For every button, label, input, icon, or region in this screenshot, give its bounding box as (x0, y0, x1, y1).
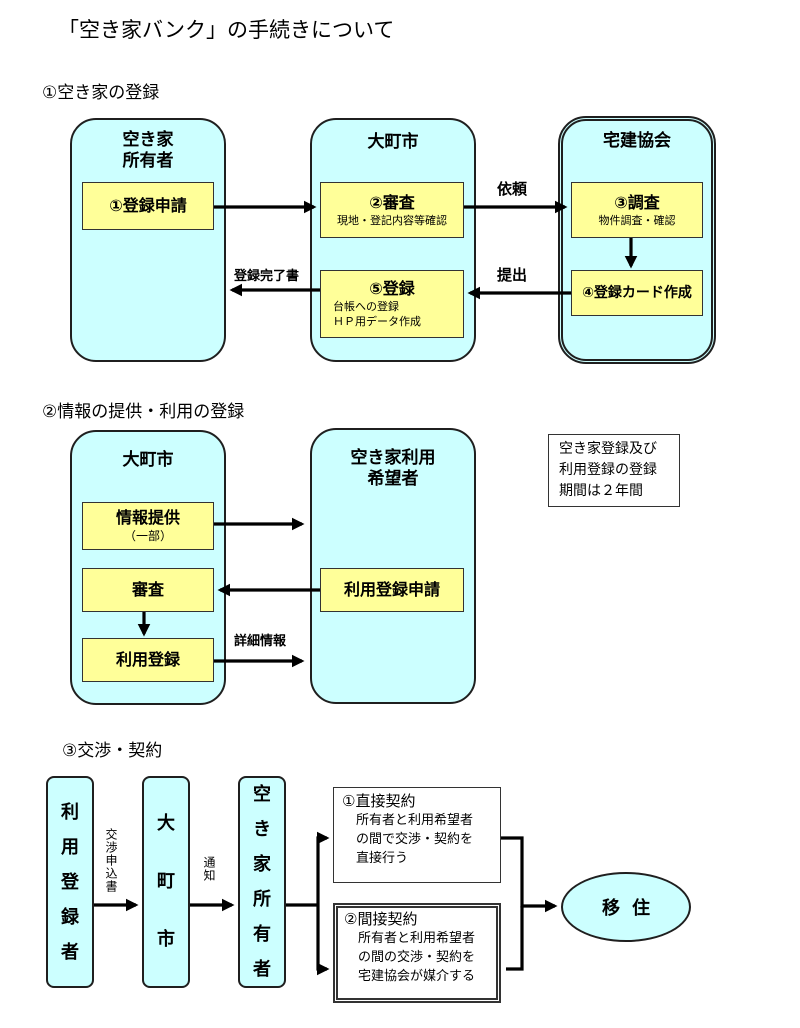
column-char: 市 (157, 929, 175, 950)
move-label: 移住 (602, 898, 662, 919)
lane-applicant-title-2: 希望者 (367, 469, 419, 489)
col-registrant: 利用登録者 (46, 776, 94, 988)
column-char: 利 (61, 801, 79, 823)
period-note-line-1: 空き家登録及び (559, 441, 657, 457)
label-request: 依頼 (497, 180, 528, 198)
step5-sub-1: 台帳への登録 (333, 300, 399, 313)
label-application: 交渉申込書 (104, 828, 118, 893)
step5-sub-2: ＨＰ用データ作成 (333, 315, 421, 328)
lane-agency: 宅建協会 (558, 116, 716, 364)
indirect-contract-line-3: 宅建協会が媒介する (358, 969, 476, 984)
lane-owner-title-2: 所有者 (122, 151, 174, 171)
step5-box: ⑤登録 台帳への登録 ＨＰ用データ作成 (320, 270, 464, 338)
col-city: 大町市 (142, 776, 190, 988)
step5-label: ⑤登録 (369, 279, 415, 298)
info-provide-box: 情報提供 （一部） (82, 502, 214, 550)
apply-label: 利用登録申請 (343, 580, 440, 599)
column-char: 用 (61, 836, 79, 858)
column-char: 町 (157, 871, 175, 892)
lane-city-title: 大町市 (367, 132, 419, 152)
arrow-indirect-to-move (506, 906, 524, 971)
label-submit: 提出 (497, 266, 528, 284)
step3-box: ③調査 物件調査・確認 (571, 182, 703, 238)
period-note-line-2: 利用登録の登録 (559, 462, 657, 478)
col-city-text: 大町市 (157, 795, 175, 969)
lane-owner-title-1: 空き家 (122, 130, 174, 150)
col-owner: 空き家所有者 (238, 776, 286, 988)
lane-applicant-title-1: 空き家利用 (350, 448, 436, 468)
indirect-contract-line-2: の間の交渉・契約を (358, 950, 476, 965)
register-box: 利用登録 (82, 638, 214, 682)
column-char: き (253, 819, 271, 840)
review-label: 審査 (131, 580, 164, 599)
info-provide-sub: （一部） (123, 529, 172, 543)
column-char: 大 (157, 813, 175, 834)
arrow-direct-to-move (501, 836, 558, 913)
column-char: 家 (253, 854, 271, 875)
step1-label: ①登録申請 (109, 196, 187, 215)
direct-contract-line-2: の間で交渉・契約を (356, 832, 474, 847)
col-registrant-text: 利用登録者 (61, 795, 79, 970)
arrow-branch-to-indirect (316, 905, 330, 976)
label-complete: 登録完了書 (234, 269, 300, 284)
step1-box: ①登録申請 (82, 182, 214, 230)
step4-label: ④登録カード作成 (582, 285, 692, 301)
label-detail: 詳細情報 (234, 634, 287, 649)
page-title: 「空き家バンク」の手続きについて (58, 18, 395, 42)
column-char: 有 (253, 924, 271, 945)
indirect-contract-box: ②間接契約 所有者と利用希望者 の間の交渉・契約を 宅建協会が媒介する (333, 903, 501, 1003)
column-char: 所 (253, 889, 271, 910)
move-ellipse: 移住 (561, 872, 691, 942)
indirect-contract-title: ②間接契約 (344, 910, 418, 928)
column-char: 登 (61, 871, 79, 893)
direct-contract-line-1: 所有者と利用希望者 (356, 813, 474, 828)
lane-city-2-title: 大町市 (122, 450, 174, 470)
step2-box: ②審査 現地・登記内容等確認 (320, 182, 464, 238)
arrow-branch-to-direct (316, 831, 330, 905)
lane-agency-title: 宅建協会 (603, 131, 671, 151)
column-char: 録 (61, 906, 79, 928)
section2-heading: ②情報の提供・利用の登録 (42, 402, 245, 422)
section3-heading: ③交渉・契約 (62, 741, 163, 761)
step4-box: ④登録カード作成 (571, 270, 703, 316)
direct-contract-box: ①直接契約 所有者と利用希望者 の間で交渉・契約を 直接行う (333, 787, 501, 883)
period-note-line-3: 期間は２年間 (559, 483, 643, 499)
lane-applicant: 空き家利用 希望者 (310, 428, 476, 704)
info-provide-label: 情報提供 (115, 508, 180, 527)
step3-sub: 物件調査・確認 (598, 213, 676, 227)
column-char: 空 (253, 784, 271, 805)
label-notice: 通知 (202, 856, 216, 882)
indirect-contract-line-1: 所有者と利用希望者 (358, 931, 476, 946)
period-note: 空き家登録及び 利用登録の登録 期間は２年間 (548, 434, 680, 507)
step2-label: ②審査 (369, 192, 415, 212)
apply-box: 利用登録申請 (320, 568, 464, 612)
direct-contract-line-3: 直接行う (356, 851, 409, 866)
lane-owner: 空き家 所有者 (70, 118, 226, 362)
direct-contract-title: ①直接契約 (342, 792, 416, 810)
step2-sub: 現地・登記内容等確認 (337, 213, 447, 227)
section1-heading: ①空き家の登録 (42, 83, 160, 103)
col-owner-text: 空き家所有者 (253, 777, 271, 987)
register-label: 利用登録 (115, 650, 180, 669)
column-char: 者 (253, 959, 271, 980)
column-char: 者 (61, 941, 79, 963)
step3-label: ③調査 (614, 192, 660, 212)
review-box: 審査 (82, 568, 214, 612)
